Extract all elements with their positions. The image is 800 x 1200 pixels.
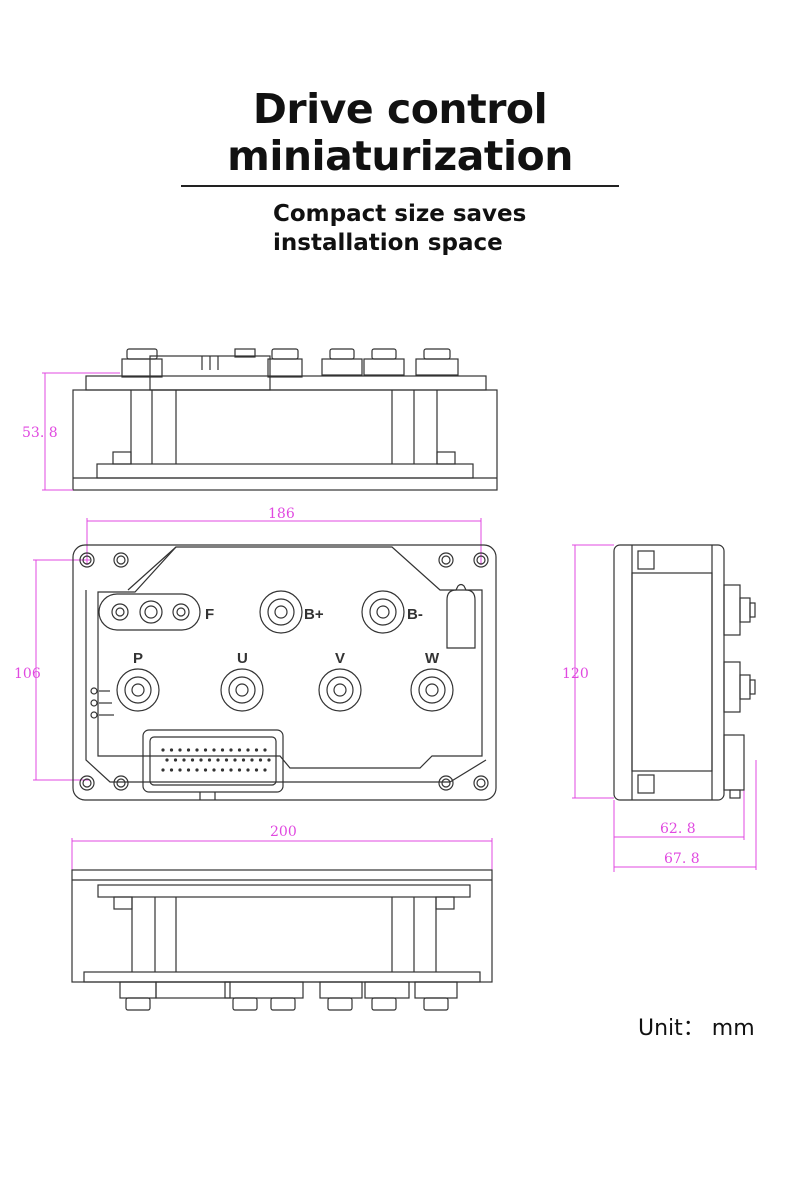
front-view bbox=[33, 518, 497, 801]
connector-pin bbox=[203, 748, 208, 752]
connector-pin bbox=[224, 758, 229, 762]
subtitle: Compact size saves installation space bbox=[273, 200, 526, 258]
label-p: P bbox=[133, 650, 143, 667]
connector-pin bbox=[190, 758, 195, 762]
connector-pin bbox=[165, 758, 169, 762]
connector-pin bbox=[233, 758, 237, 762]
connector-pin bbox=[186, 748, 191, 752]
connector-pin bbox=[246, 748, 250, 752]
dim-height-front: 106 bbox=[14, 666, 41, 682]
connector-pin bbox=[195, 748, 199, 752]
connector-pin bbox=[254, 768, 259, 772]
connector-pin bbox=[250, 758, 254, 762]
label-f: F bbox=[205, 606, 214, 623]
dim-depth-outer: 67. 8 bbox=[664, 851, 700, 867]
title-divider bbox=[181, 185, 619, 187]
title-line-1: Drive control bbox=[252, 85, 548, 133]
connector-pin bbox=[182, 758, 186, 762]
label-b-minus: B- bbox=[407, 606, 423, 623]
connector-pin bbox=[229, 768, 233, 772]
connector-pin bbox=[161, 748, 165, 752]
connector-pin bbox=[195, 768, 199, 772]
title-line-2: miniaturization bbox=[227, 132, 573, 180]
page-title: Drive control miniaturization bbox=[0, 86, 800, 180]
connector-pin bbox=[199, 758, 203, 762]
connector-pin bbox=[212, 748, 216, 752]
dim-height: 53. 8 bbox=[22, 425, 58, 441]
label-u: U bbox=[237, 650, 248, 667]
side-view bbox=[572, 544, 757, 872]
connector-pin bbox=[237, 748, 242, 752]
connector-pin bbox=[229, 748, 233, 752]
connector-pin bbox=[258, 758, 263, 762]
connector-pin bbox=[237, 768, 242, 772]
top-elevation-view bbox=[42, 348, 498, 491]
unit-label: Unit： mm bbox=[638, 1016, 755, 1041]
connector-pin bbox=[220, 748, 225, 752]
bottom-elevation-view bbox=[71, 838, 493, 1011]
dim-height-side: 120 bbox=[562, 666, 589, 682]
label-v: V bbox=[335, 650, 345, 667]
label-w: W bbox=[425, 650, 440, 667]
connector-pin bbox=[178, 748, 182, 752]
dim-width-top: 186 bbox=[268, 506, 295, 522]
connector-pin bbox=[173, 758, 178, 762]
connector-pin bbox=[246, 768, 250, 772]
connector-pin bbox=[267, 758, 271, 762]
subtitle-line-2: installation space bbox=[273, 230, 503, 256]
connector-pin bbox=[169, 768, 174, 772]
connector-pin bbox=[178, 768, 182, 772]
connector-pin bbox=[263, 748, 267, 752]
connector-pin bbox=[241, 758, 246, 762]
connector-pin bbox=[263, 768, 267, 772]
connector-pin bbox=[161, 768, 165, 772]
subtitle-line-1: Compact size saves bbox=[273, 201, 527, 227]
connector-pin bbox=[186, 768, 191, 772]
connector-pin bbox=[254, 748, 259, 752]
dim-depth-inner: 62. 8 bbox=[660, 821, 696, 837]
connector-pin bbox=[220, 768, 225, 772]
connector-pin bbox=[207, 758, 212, 762]
dim-length-bottom: 200 bbox=[270, 824, 297, 840]
connector-pins bbox=[161, 748, 271, 772]
connector-pin bbox=[203, 768, 208, 772]
label-b-plus: B+ bbox=[304, 606, 324, 623]
connector-pin bbox=[169, 748, 174, 752]
connector-pin bbox=[216, 758, 220, 762]
connector-pin bbox=[212, 768, 216, 772]
